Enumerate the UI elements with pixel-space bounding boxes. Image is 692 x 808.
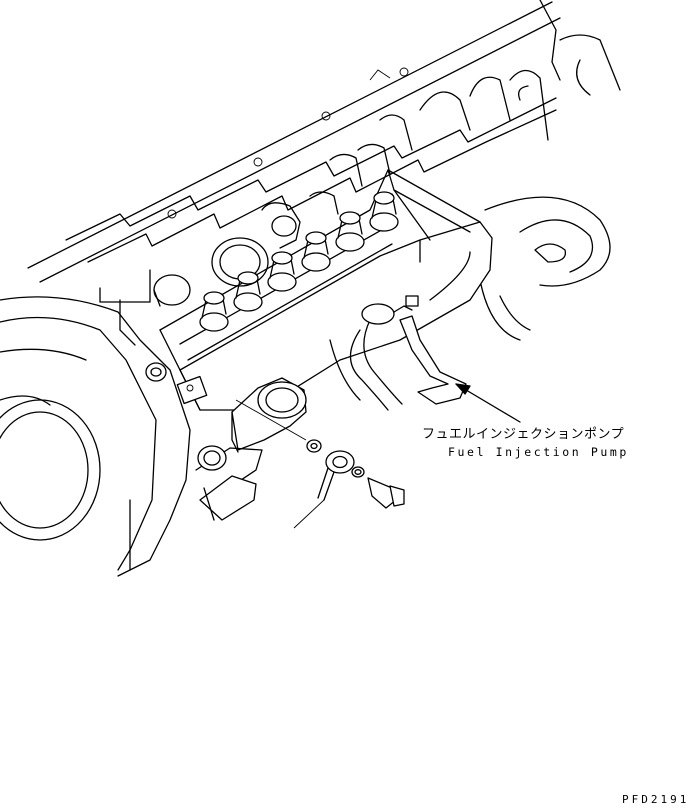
banjo-fitting [317, 450, 355, 501]
callout-leader [455, 383, 521, 423]
banjo-joint-parts [235, 399, 405, 529]
delivery-valve [233, 271, 263, 312]
pump-label-en: Fuel Injection Pump [448, 445, 629, 459]
washer [351, 466, 365, 478]
delivery-valve [335, 211, 365, 252]
gear-housing [0, 296, 191, 577]
fuel-injection-pump [159, 169, 493, 411]
banjo-bolt [367, 477, 405, 509]
washer [306, 439, 322, 453]
intake-manifold [419, 69, 611, 341]
cylinder-head [27, 0, 621, 346]
delivery-valve [301, 231, 331, 272]
delivery-valve [369, 191, 399, 232]
delivery-valve [267, 251, 297, 292]
feed-pump [176, 375, 307, 521]
delivery-valve [199, 291, 229, 332]
drawing-code: PFD2191 [622, 793, 689, 806]
pump-label-jp: フュエルインジェクションポンプ [422, 427, 624, 442]
delivery-valves [199, 191, 399, 332]
